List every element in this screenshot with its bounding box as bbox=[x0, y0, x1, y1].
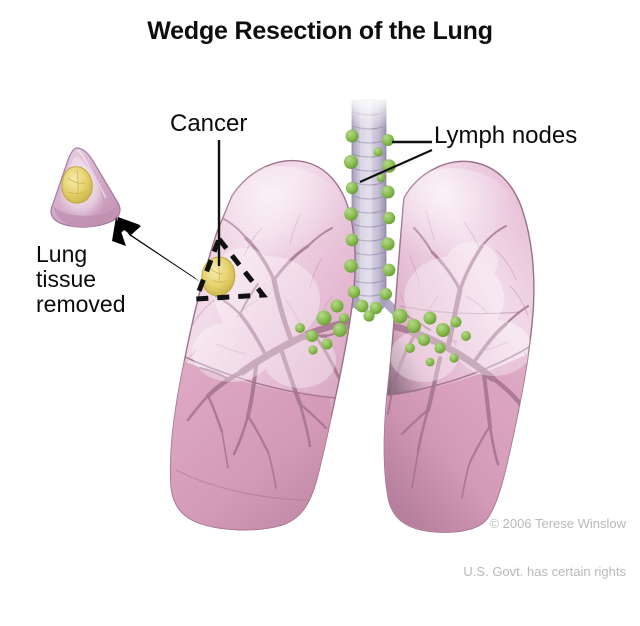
lung-tissue-removed-arrow bbox=[112, 217, 200, 282]
excised-wedge-base-shadow bbox=[53, 206, 118, 228]
label-lung-tissue-removed: Lung tissue removed bbox=[36, 241, 126, 317]
right-horizontal-fissure bbox=[399, 305, 521, 315]
left-hilar-lymph-nodes bbox=[295, 299, 349, 355]
right-hilar-lymph-nodes bbox=[392, 308, 471, 367]
excised-wedge-specimen bbox=[50, 147, 121, 228]
label-cancer: Cancer bbox=[170, 110, 248, 137]
right-lung-sheen bbox=[384, 168, 522, 284]
left-lung bbox=[169, 160, 356, 531]
label-lymph-nodes: Lymph nodes bbox=[434, 122, 578, 149]
resection-site bbox=[192, 233, 268, 302]
left-lung-sheen bbox=[204, 166, 352, 286]
left-lower-lobe bbox=[170, 352, 340, 530]
excised-wedge-tumor-texture bbox=[67, 169, 88, 198]
excised-wedge-edge-highlight bbox=[77, 149, 107, 199]
credit-line-2: U.S. Govt. has certain rights bbox=[463, 564, 626, 579]
right-oblique-fissure bbox=[384, 343, 534, 397]
wedge-resection-dashed-outline bbox=[192, 233, 268, 302]
credit-line-1: © 2006 Terese Winslow bbox=[489, 516, 626, 531]
credit-block: © 2006 Terese Winslow U.S. Govt. has cer… bbox=[463, 484, 626, 612]
trachea-highlight bbox=[360, 102, 372, 302]
page-title: Wedge Resection of the Lung bbox=[147, 17, 493, 45]
lymph-nodes-leader-line-2 bbox=[359, 148, 433, 184]
excised-wedge-tumor bbox=[61, 166, 93, 204]
trachea-top-fade bbox=[348, 96, 392, 130]
paratracheal-lymph-nodes bbox=[344, 129, 396, 322]
